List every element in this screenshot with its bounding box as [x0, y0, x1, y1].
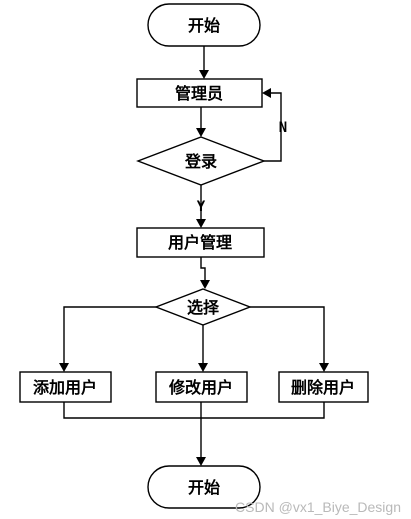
- edge-merge-end-arrowhead: [196, 457, 206, 466]
- delete-user-process: 删除用户: [278, 371, 369, 403]
- edge-start-admin: [199, 46, 209, 79]
- edge-login-usermgmt-yes: Y: [196, 185, 206, 228]
- edge-merge-line: [63, 402, 325, 419]
- edge-usermgmt-choose-arrowhead: [200, 280, 210, 289]
- admin-process: 管理员: [136, 78, 263, 108]
- yes-label: Y: [197, 199, 206, 215]
- edge-choose-delete-line: [250, 306, 325, 363]
- edge-usermgmt-choose-line: [200, 257, 206, 280]
- edge-choose-add-arrowhead: [59, 363, 69, 372]
- edit-user-process: 修改用户: [155, 371, 248, 403]
- edge-usermgmt-choose: [200, 257, 210, 289]
- edge-admin-login-arrowhead: [196, 128, 206, 137]
- start-terminal: 开始: [147, 3, 261, 47]
- login-label: 登录: [184, 152, 217, 171]
- end-terminal-shape: [147, 465, 261, 509]
- add-user-shape: [19, 371, 112, 403]
- edge-login-usermgmt-arrowhead: [196, 219, 206, 228]
- edit-user-label: 修改用户: [168, 378, 233, 397]
- start-label: 开始: [188, 16, 220, 35]
- add-user-process: 添加用户: [19, 371, 112, 403]
- edge-choose-edit-arrowhead: [198, 363, 208, 372]
- no-label: N: [279, 120, 287, 136]
- edge-admin-login: [196, 107, 206, 137]
- edit-user-shape: [155, 371, 248, 403]
- edge-login-admin-no: N: [262, 88, 287, 162]
- end-terminal: 开始: [147, 465, 261, 509]
- admin-label: 管理员: [175, 84, 223, 103]
- add-user-label: 添加用户: [33, 378, 97, 397]
- delete-user-shape: [278, 371, 369, 403]
- login-decision: 登录: [136, 136, 266, 186]
- edge-choose-branches: [59, 306, 329, 372]
- user-management-label: 用户管理: [168, 233, 232, 252]
- edge-login-admin-no-arrowhead: [262, 88, 271, 98]
- edge-start-admin-arrowhead: [199, 70, 209, 79]
- admin-process-shape: [136, 78, 263, 108]
- edge-choose-delete-arrowhead: [319, 363, 329, 372]
- choose-label: 选择: [187, 298, 220, 317]
- edge-choose-add-line: [63, 306, 156, 363]
- user-management-process: 用户管理: [136, 227, 265, 258]
- edge-login-admin-no-line: [264, 92, 282, 162]
- edge-merge-end: [63, 402, 325, 466]
- delete-user-label: 删除用户: [291, 378, 355, 397]
- end-label: 开始: [188, 478, 220, 497]
- choose-decision: 选择: [154, 288, 252, 326]
